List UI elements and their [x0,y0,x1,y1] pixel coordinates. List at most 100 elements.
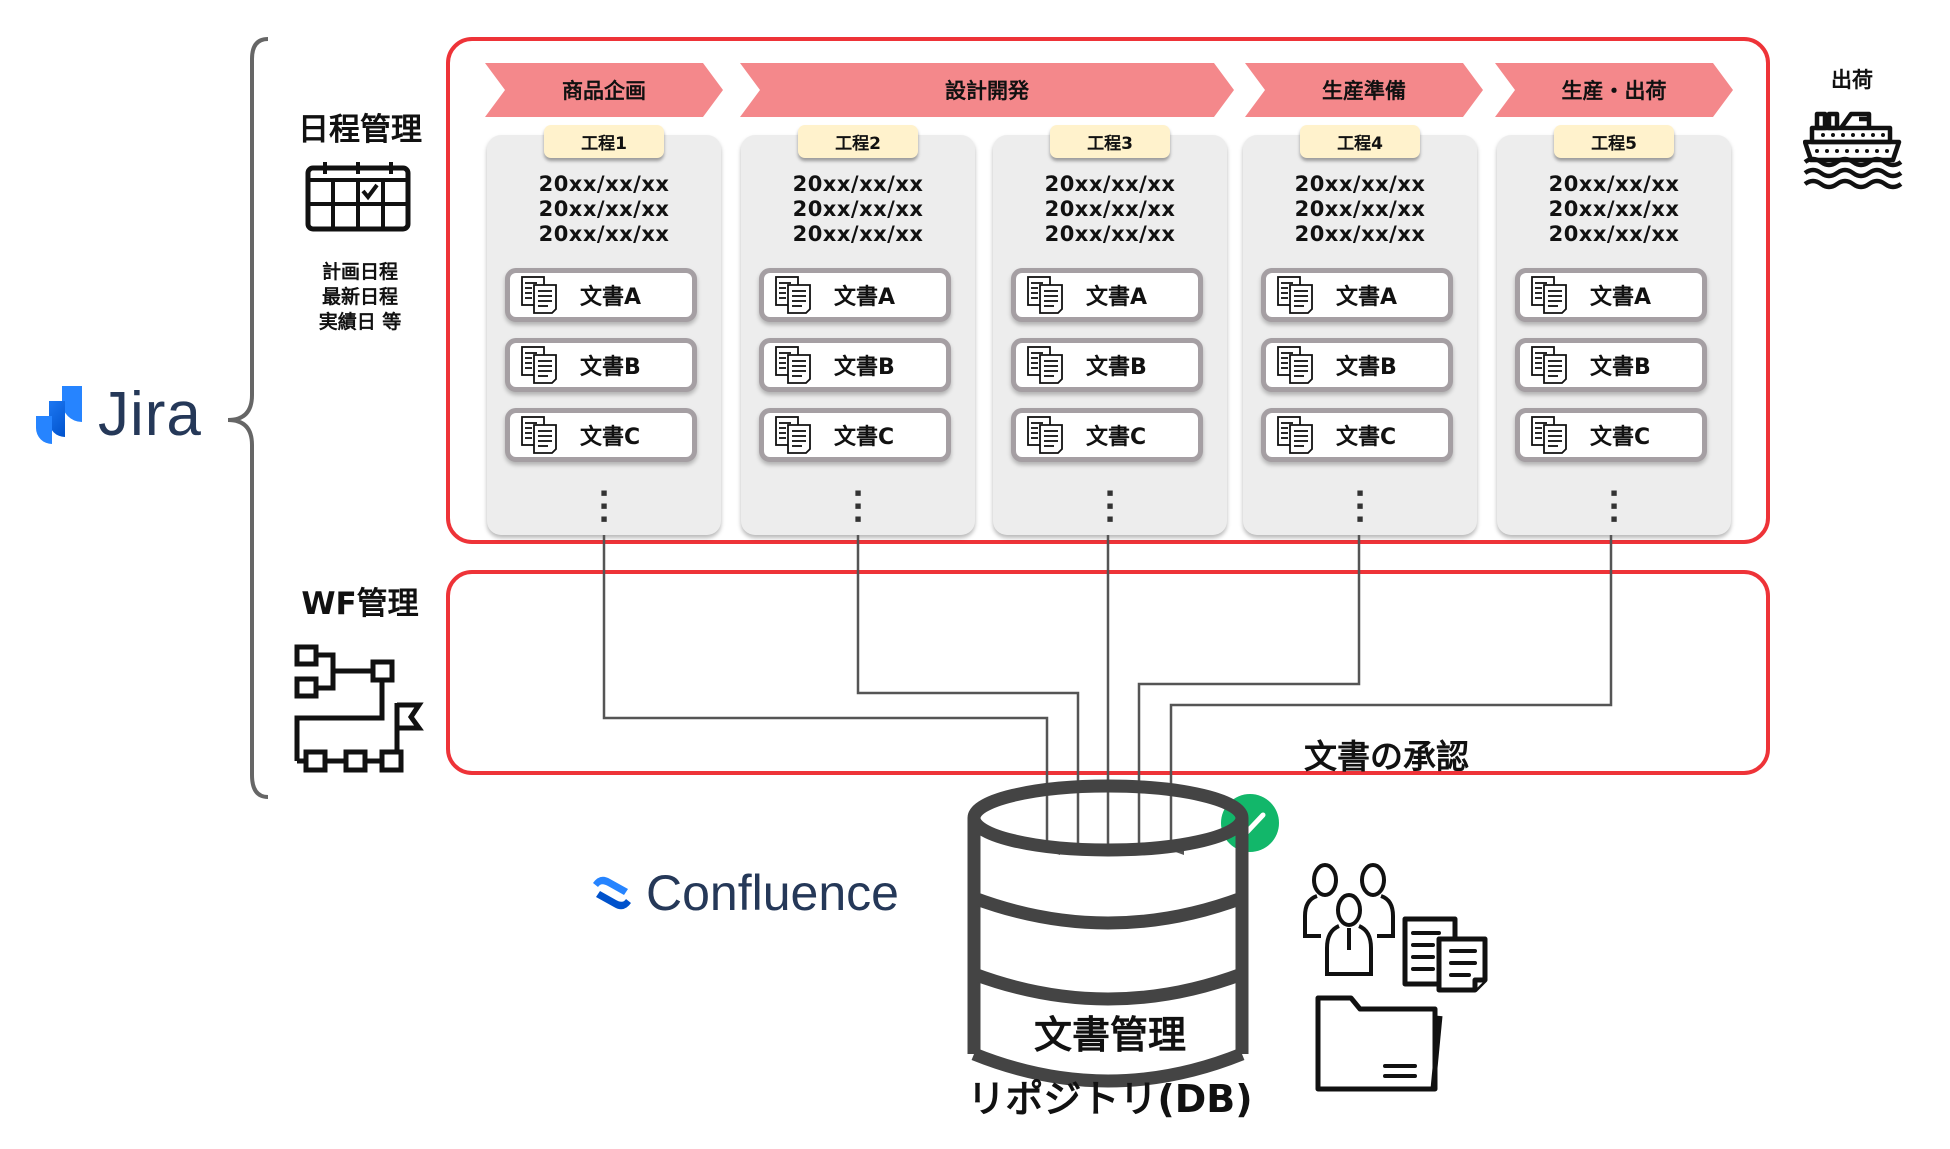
document-label: 文書A [834,285,896,310]
step-date: 20xx/xx/xx [792,172,924,196]
phase-chevron [740,63,1234,117]
document-label: 文書A [1590,285,1652,310]
confluence-logo: Confluence [590,868,899,918]
document-icon [1027,276,1063,314]
phase-label: 生産準備 [1322,79,1406,103]
document-card[interactable]: 文書B [505,338,697,392]
document-icon [775,416,811,454]
document-label: 文書A [1086,285,1148,310]
document-card[interactable]: 文書C [1515,408,1707,462]
brace-icon [227,37,269,799]
step-date: 20xx/xx/xx [1294,197,1426,221]
workflow-title: WF管理 [301,586,419,622]
workflow-management-frame [446,570,1770,775]
shipping-label: 出荷 [1831,68,1873,92]
document-card[interactable]: 文書C [1261,408,1453,462]
ship-icon [1803,111,1903,190]
step-date: 20xx/xx/xx [538,197,670,221]
repository-subtitle: リポジトリ(DB) [967,1077,1253,1121]
document-card[interactable]: 文書A [1261,268,1453,322]
schedule-note: 計画日程 [321,261,398,283]
step-date: 20xx/xx/xx [792,222,924,246]
calendar-icon [305,162,411,232]
schedule-notes: 計画日程 最新日程 実績日 等 [280,260,440,335]
approval-label: 文書の承認 [1304,737,1469,776]
document-icon [775,276,811,314]
document-card[interactable]: 文書C [505,408,697,462]
document-icon [521,346,557,384]
document-label: 文書A [580,285,642,310]
document-card[interactable]: 文書C [1011,408,1203,462]
document-label: 文書B [1590,355,1651,380]
document-card[interactable]: 文書A [759,268,951,322]
document-icon [1277,346,1313,384]
document-icon [1027,416,1063,454]
document-icon [1531,276,1567,314]
document-label: 文書B [1336,355,1397,380]
step-tag: 工程5 [1554,125,1674,158]
confluence-wordmark: Confluence [646,865,899,921]
phase-production-shipping: 生産・出荷 [1495,63,1733,117]
more-documents-indicator: ■■■ [1356,489,1364,523]
document-icon [1531,416,1567,454]
database-icon [967,779,1249,1088]
document-label: 文書C [1086,425,1147,450]
phase-production-prep: 生産準備 [1245,63,1483,117]
step-date: 20xx/xx/xx [1294,172,1426,196]
document-label: 文書B [580,355,641,380]
document-label: 文書B [834,355,895,380]
document-icon [1531,346,1567,384]
step-date: 20xx/xx/xx [538,172,670,196]
schedule-title: 日程管理 [298,112,422,148]
document-label: 文書C [580,425,641,450]
document-label: 文書B [1086,355,1147,380]
step-tag: 工程2 [798,125,918,158]
document-icon [1277,276,1313,314]
step-date: 20xx/xx/xx [538,222,670,246]
schedule-note: 実績日 等 [318,311,402,333]
repository-title: 文書管理 [1033,1013,1186,1057]
step-date: 20xx/xx/xx [1044,172,1176,196]
step-tag: 工程3 [1050,125,1170,158]
phase-design-development: 設計開発 [740,63,1234,117]
jira-wordmark: Jira [98,380,202,449]
step-date: 20xx/xx/xx [1294,222,1426,246]
confluence-icon [593,876,631,910]
document-icon [521,276,557,314]
document-icon [521,416,557,454]
document-card[interactable]: 文書C [759,408,951,462]
document-icon [775,346,811,384]
document-icon [1277,416,1313,454]
document-label: 文書C [834,425,895,450]
more-documents-indicator: ■■■ [1106,489,1114,523]
document-label: 文書C [1590,425,1651,450]
document-card[interactable]: 文書B [1011,338,1203,392]
phase-label: 設計開発 [945,79,1029,103]
document-card[interactable]: 文書A [1011,268,1203,322]
step-date: 20xx/xx/xx [1044,197,1176,221]
step-date: 20xx/xx/xx [1044,222,1176,246]
document-card[interactable]: 文書B [1515,338,1707,392]
step-date: 20xx/xx/xx [1548,172,1680,196]
document-label: 文書C [1336,425,1397,450]
step-tag: 工程4 [1300,125,1420,158]
document-card[interactable]: 文書B [1261,338,1453,392]
more-documents-indicator: ■■■ [600,489,608,523]
step-tag: 工程1 [544,125,664,158]
document-label: 文書A [1336,285,1398,310]
phase-label: 商品企画 [562,79,646,103]
document-card[interactable]: 文書A [505,268,697,322]
folder-documents-icon [1315,916,1488,1092]
document-card[interactable]: 文書A [1515,268,1707,322]
phase-chevron [1245,63,1483,117]
phase-chevron [1495,63,1733,117]
document-card[interactable]: 文書B [759,338,951,392]
schedule-note: 最新日程 [321,286,398,308]
